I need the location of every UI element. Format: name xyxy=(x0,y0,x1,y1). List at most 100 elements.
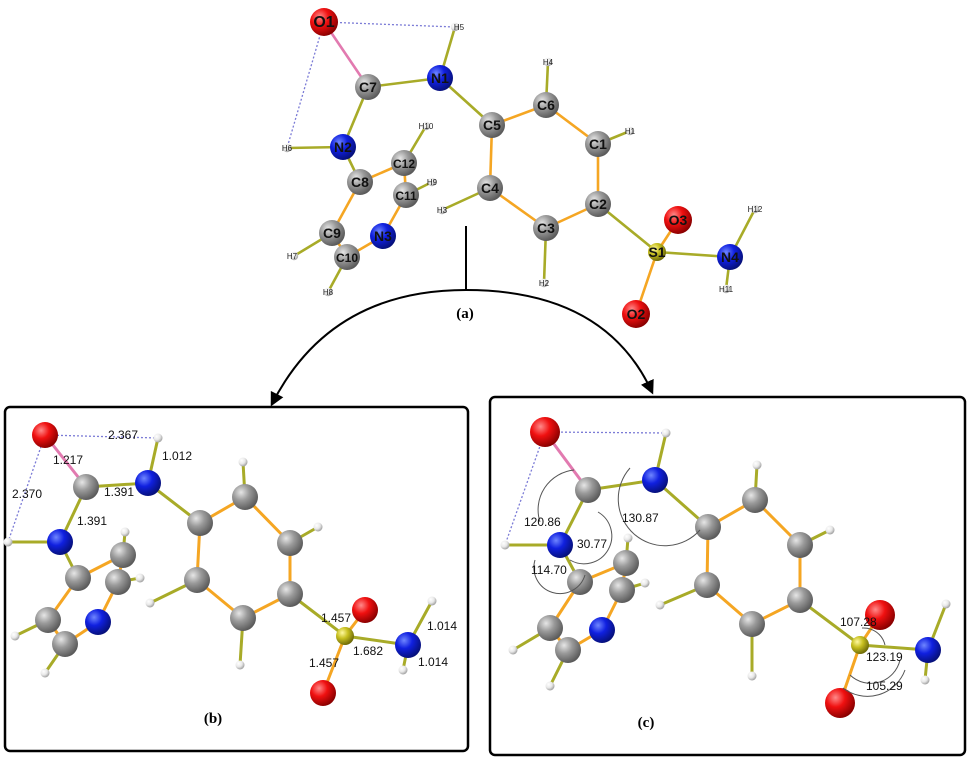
panel-label-b: (b) xyxy=(204,711,222,727)
atom-c8 xyxy=(347,169,373,195)
angle-arc-2 xyxy=(569,511,613,565)
atom-h1 xyxy=(313,522,323,532)
atom-label-c10: C10 xyxy=(336,251,358,265)
atom-h10 xyxy=(120,527,130,537)
atom-h8 xyxy=(323,287,333,297)
atom-n2 xyxy=(547,532,573,558)
atom-c8 xyxy=(567,569,593,595)
atom-c10 xyxy=(334,244,360,270)
atom-label-c8: C8 xyxy=(351,174,369,190)
atom-c8 xyxy=(65,565,91,591)
panel-b-frame xyxy=(3,405,470,753)
atom-o2 xyxy=(622,300,650,328)
atom-h5 xyxy=(661,428,671,438)
atom-c2 xyxy=(585,191,611,217)
atom-label-c7: C7 xyxy=(359,79,377,95)
atom-o3 xyxy=(865,600,895,630)
atom-h12 xyxy=(750,204,760,214)
atom-label-h11: H11 xyxy=(719,285,734,294)
atom-h9 xyxy=(427,177,437,187)
atom-h5 xyxy=(450,22,460,32)
hbond-o1-h5 xyxy=(544,431,667,434)
atom-h4 xyxy=(752,460,762,470)
atom-label-h4: H4 xyxy=(543,58,554,67)
atom-label-h1: H1 xyxy=(625,127,636,136)
bond-length-s1-o2: 1.457 xyxy=(309,656,339,670)
atom-o1 xyxy=(32,422,58,448)
atom-h3 xyxy=(655,600,665,610)
atom-label-h3: H3 xyxy=(437,206,448,215)
bond-length-s1-n4: 1.682 xyxy=(353,644,383,658)
atom-o1 xyxy=(530,417,560,447)
atom-c10 xyxy=(555,637,581,663)
atom-c10 xyxy=(52,631,78,657)
atom-label-h7: H7 xyxy=(287,252,298,261)
atom-c1 xyxy=(787,532,813,558)
atom-h12 xyxy=(941,599,951,609)
atom-n1 xyxy=(135,470,161,496)
atom-c7 xyxy=(355,74,381,100)
bond-angle-c7-n2-c8: 30.77 xyxy=(577,537,607,551)
atom-h11 xyxy=(721,284,731,294)
atom-label-h12: H12 xyxy=(748,205,763,214)
atom-label-h6: H6 xyxy=(282,144,293,153)
atom-h1 xyxy=(625,126,635,136)
atom-c5 xyxy=(695,514,721,540)
atom-c6 xyxy=(232,484,258,510)
atom-c6 xyxy=(533,92,559,118)
atom-label-n3: N3 xyxy=(374,228,392,244)
atom-c12 xyxy=(110,542,136,568)
atom-c12 xyxy=(613,550,639,576)
atom-c5 xyxy=(479,112,505,138)
atom-h6 xyxy=(282,143,292,153)
angle-arc-1 xyxy=(537,469,575,523)
bond-length-n4-h11: 1.014 xyxy=(418,655,448,669)
bond-angle-o1-c7-n2: 120.86 xyxy=(524,515,561,529)
atom-n3 xyxy=(370,223,396,249)
atom-h11 xyxy=(920,675,930,685)
atom-h7 xyxy=(289,251,299,261)
atom-c3 xyxy=(739,611,765,637)
atom-label-c2: C2 xyxy=(589,196,607,212)
bond-length-n1-h5: 1.012 xyxy=(162,449,192,463)
atom-h9 xyxy=(135,573,145,583)
atom-label-n2: N2 xyxy=(334,139,352,155)
panel-c-frame xyxy=(488,395,967,757)
atom-h11 xyxy=(398,665,408,675)
atom-c4 xyxy=(477,175,503,201)
bond-angle-o2-s1-n4: 123.19 xyxy=(866,650,903,664)
atom-o1 xyxy=(310,8,338,36)
angle-arc-3 xyxy=(617,467,701,547)
atom-h9 xyxy=(640,578,650,588)
atom-h2 xyxy=(539,278,549,288)
atom-label-h9: H9 xyxy=(427,178,438,187)
atom-n2 xyxy=(330,134,356,160)
atom-label-h5: H5 xyxy=(454,23,465,32)
arrow-left xyxy=(270,289,467,407)
angle-arc-6 xyxy=(849,659,901,684)
molecule-panel-c: 120.8630.77130.87114.70107.28123.19105.2… xyxy=(500,417,951,718)
atom-h7 xyxy=(508,645,518,655)
hbond-o1-h6 xyxy=(286,21,325,149)
atom-c4 xyxy=(694,572,720,598)
bond-length-c7-o1: 1.217 xyxy=(53,453,83,467)
atom-label-c1: C1 xyxy=(589,136,607,152)
atom-h5 xyxy=(153,433,163,443)
atom-n1 xyxy=(642,467,668,493)
bond-length-h-o1-h5: 2.367 xyxy=(108,428,138,442)
atom-h6 xyxy=(3,537,13,547)
atom-c1 xyxy=(585,131,611,157)
atom-c12 xyxy=(391,150,417,176)
atom-o2 xyxy=(310,680,336,706)
atom-label-h10: H10 xyxy=(419,122,434,131)
atom-o3 xyxy=(664,206,692,234)
atom-s1 xyxy=(648,243,666,261)
bond-length-s1-o3: 1.457 xyxy=(321,611,351,625)
atom-h7 xyxy=(10,631,20,641)
atom-s1 xyxy=(851,636,869,654)
bond-length-c7-n2: 1.391 xyxy=(77,514,107,528)
atom-c2 xyxy=(277,581,303,607)
bond-angle-c7-n1-c5: 130.87 xyxy=(622,511,659,525)
atom-h4 xyxy=(238,457,248,467)
atom-label-n1: N1 xyxy=(431,70,449,86)
